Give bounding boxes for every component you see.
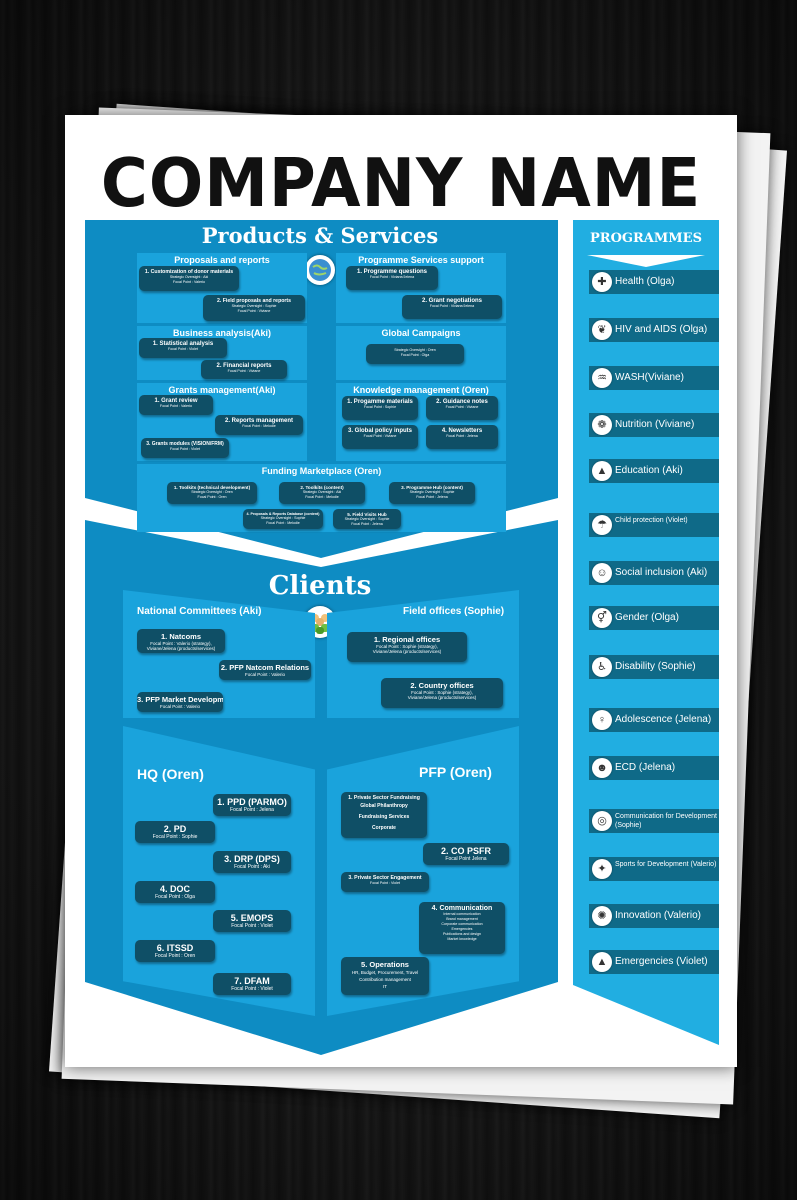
field-offices-panel: Field offices (Sophie) 1. Regional offic… xyxy=(327,590,519,718)
poster: COMPANY NAME Products & Services Proposa… xyxy=(65,115,737,1067)
page-title: COMPANY NAME xyxy=(100,145,702,223)
programme-label: WASH(Viviane) xyxy=(615,372,684,383)
graduation-cap-icon: ▲ xyxy=(592,461,612,481)
child-protection-icon: ☂ xyxy=(592,515,612,535)
programme-label: Emergencies (Violet) xyxy=(615,956,708,967)
programme-label: Social inclusion (Aki) xyxy=(615,567,708,578)
adolescence-icon: ♀ xyxy=(592,710,612,730)
programme-label: Communication for Development (Sophie) xyxy=(615,813,717,829)
programmes-title: PROGRAMMES xyxy=(590,231,702,246)
business-item-1[interactable]: 1. Statistical analysis Focal Point : Vi… xyxy=(139,338,227,358)
marketplace-item-3[interactable]: 3. Programme Hub (content) Strategic Ove… xyxy=(389,482,475,504)
grants-title: Grants management(Aki) xyxy=(168,385,276,395)
business-item-2[interactable]: 2. Financial reports Focal Point : Vivia… xyxy=(201,360,287,379)
programme-support-title: Programme Services support xyxy=(358,255,484,265)
ribbon-icon: ❦ xyxy=(592,320,612,340)
products-title: Products & Services xyxy=(201,223,439,248)
marketplace-title: Funding Marketplace (Oren) xyxy=(261,466,382,476)
gender-icon: ⚥ xyxy=(592,608,612,628)
pfp-item-1[interactable]: 1. Private Sector Fundraising Global Phi… xyxy=(341,792,427,838)
programme-support-item-2[interactable]: 2. Grant negotiations Focal Point : Vivi… xyxy=(402,295,502,319)
country-offices-item[interactable]: 2. Country offices Focal Point : Sophie … xyxy=(381,678,503,708)
marketplace-item-2[interactable]: 2. Toolkits (content) Strategic Oversigh… xyxy=(279,482,365,504)
water-icon: ♒ xyxy=(592,368,612,388)
programme-label: Disability (Sophie) xyxy=(615,661,696,672)
programme-label: Gender (Olga) xyxy=(615,612,679,623)
business-title: Business analysis(Aki) xyxy=(172,328,272,338)
alarm-icon: ▲ xyxy=(592,952,612,972)
grants-item-1[interactable]: 1. Grant review Focal Point : Valerio xyxy=(139,395,213,415)
proposals-panel: Proposals and reports 1. Customization o… xyxy=(137,253,307,323)
marketplace-item-1[interactable]: 1. Toolkits (technical development) Stra… xyxy=(167,482,257,504)
health-icon: ✚ xyxy=(592,272,612,292)
bulb-icon: ✺ xyxy=(592,906,612,926)
globe-icon xyxy=(305,255,335,285)
programme-label: Nutrition (Viviane) xyxy=(615,419,695,430)
field-offices-title: Field offices (Sophie) xyxy=(403,606,505,617)
proposals-title: Proposals and reports xyxy=(174,255,270,265)
programme-label: Sports for Development (Valerio) xyxy=(615,861,717,868)
hq-item-6[interactable]: 6. ITSSD Focal Point : Oren xyxy=(135,940,215,962)
programme-support-panel: Programme Services support 1. Programme … xyxy=(336,253,506,323)
hq-item-5[interactable]: 5. EMOPS Focal Point : Violet xyxy=(213,910,291,932)
hq-item-1[interactable]: 1. PPD (PARMO) Focal Point : Jelena xyxy=(213,794,291,816)
business-panel: Business analysis(Aki) 1. Statistical an… xyxy=(137,326,307,380)
pfp-panel: PFP (Oren) 1. Private Sector Fundraising… xyxy=(327,726,519,1016)
regional-offices-item[interactable]: 1. Regional offices Focal Point : Sophie… xyxy=(347,632,467,662)
knowledge-panel: Knowledge management (Oren) 1. Progamme … xyxy=(336,383,506,461)
campaigns-panel: Global Campaigns Strategic Oversight : O… xyxy=(336,326,506,380)
pfp-natcom-relations-item[interactable]: 2. PFP Natcom Relations Focal Point : Va… xyxy=(219,660,311,680)
knowledge-title: Knowledge management (Oren) xyxy=(353,385,489,395)
people-icon: ☺ xyxy=(592,563,612,583)
grants-item-3[interactable]: 3. Grants modules (VISION/FRM) Focal Poi… xyxy=(141,438,229,458)
grants-item-2[interactable]: 2. Reports management Focal Point : Melo… xyxy=(215,415,303,435)
campaigns-item[interactable]: Strategic Oversight : Oren Focal Point :… xyxy=(366,344,464,364)
programme-label: Health (Olga) xyxy=(615,276,675,287)
pfp-item-4[interactable]: 4. Communication Internal communication … xyxy=(419,902,505,954)
programme-support-item-1[interactable]: 1. Programme questions Focal Point : Viv… xyxy=(346,266,438,290)
knowledge-item-3[interactable]: 3. Global policy inputs Focal Point : Vi… xyxy=(342,425,418,449)
pfp-item-5[interactable]: 5. Operations HR, Budget, Procurement, T… xyxy=(341,957,429,995)
proposal-item-1[interactable]: 1. Customization of donor materials Stra… xyxy=(139,266,239,291)
marketplace-item-4[interactable]: 4. Proposals & Reports Database (content… xyxy=(243,509,323,529)
hq-title: HQ (Oren) xyxy=(137,766,204,782)
nutrition-icon: ❁ xyxy=(592,415,612,435)
clients-title: Clients xyxy=(268,571,372,601)
proposal-item-2[interactable]: 2. Field proposals and reports Strategic… xyxy=(203,295,305,321)
programme-label: Education (Aki) xyxy=(615,465,683,476)
hq-item-7[interactable]: 7. DFAM Focal Point : Violet xyxy=(213,973,291,995)
national-committees-panel: National Committees (Aki) 1. Natcoms Foc… xyxy=(123,590,315,718)
programme-label: Innovation (Valerio) xyxy=(615,910,701,921)
programme-label: Adolescence (Jelena) xyxy=(615,714,712,725)
programme-label: HIV and AIDS (Olga) xyxy=(615,324,708,335)
knowledge-item-4[interactable]: 4. Newsletters Focal Point : Jelena xyxy=(426,425,498,449)
runner-icon: ✦ xyxy=(592,859,612,879)
hq-item-3[interactable]: 3. DRP (DPS) Focal Point : Aki xyxy=(213,851,291,873)
ecd-icon: ☻ xyxy=(592,758,612,778)
marketplace-item-5[interactable]: 5. Field Visits Hub Strategic Oversight … xyxy=(333,509,401,529)
globe-icon: ◎ xyxy=(592,811,612,831)
campaigns-title: Global Campaigns xyxy=(381,328,461,338)
knowledge-item-1[interactable]: 1. Progamme materials Focal Point : Soph… xyxy=(342,396,418,420)
pfp-market-development-item[interactable]: 3. PFP Market Development Focal Point : … xyxy=(137,692,223,712)
hq-panel: HQ (Oren) 1. PPD (PARMO) Focal Point : J… xyxy=(123,726,315,1016)
grants-panel: Grants management(Aki) 1. Grant review F… xyxy=(137,383,307,461)
pfp-item-3[interactable]: 3. Private Sector Engagement Focal Point… xyxy=(341,872,429,892)
pfp-item-2[interactable]: 2. CO PSFR Focal Point Jelena xyxy=(423,843,509,865)
pfp-title: PFP (Oren) xyxy=(419,764,492,780)
hq-item-2[interactable]: 2. PD Focal Point : Sophie xyxy=(135,821,215,843)
marketplace-panel: Funding Marketplace (Oren) 1. Toolkits (… xyxy=(137,464,506,532)
wheelchair-icon: ♿ xyxy=(592,657,612,677)
programme-label: Child protection (Violet) xyxy=(615,517,688,524)
programme-label: ECD (Jelena) xyxy=(615,762,676,773)
hq-item-4[interactable]: 4. DOC Focal Point : Olga xyxy=(135,881,215,903)
natcoms-item[interactable]: 1. Natcoms Focal Point : Valerio (strate… xyxy=(137,629,225,653)
knowledge-item-2[interactable]: 2. Guidance notes Focal Point : Viviane xyxy=(426,396,498,420)
national-committees-title: National Committees (Aki) xyxy=(137,606,262,617)
